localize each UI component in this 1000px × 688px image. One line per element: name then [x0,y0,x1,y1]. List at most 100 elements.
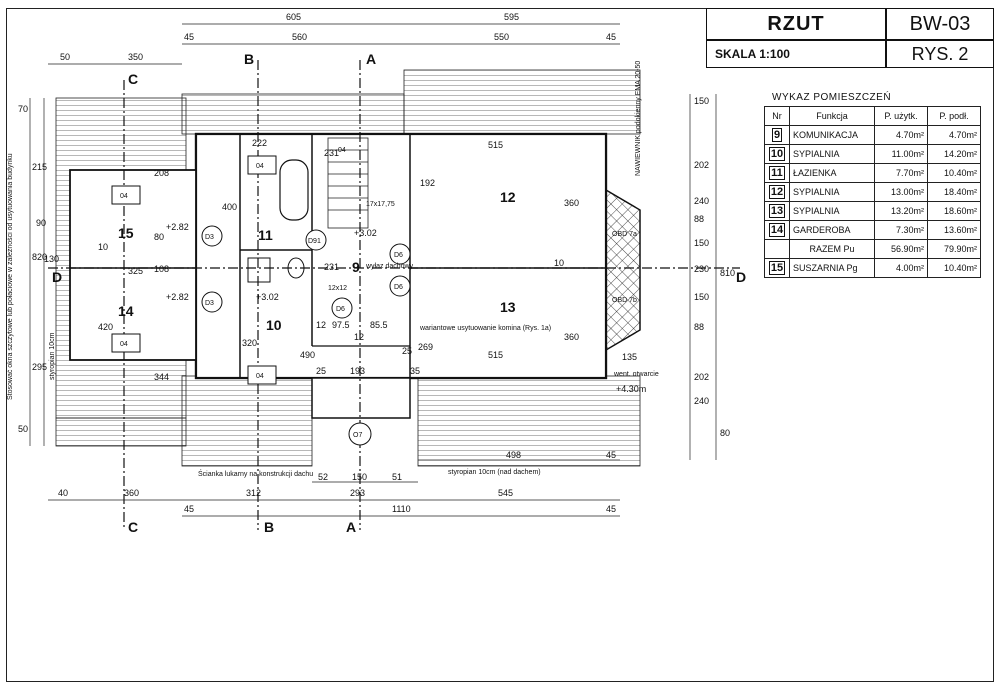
level-430: +4.30m [616,384,646,394]
room-9: 9 [352,259,360,275]
dim-top-560: 560 [292,32,307,42]
drawing-title: RZUT PODDASZA [706,8,886,65]
row-function: SYPIALNIA [789,182,875,202]
note-roof-vent: NAWIEWNIK podokienny EMA 20-50 [635,61,642,176]
room-10: 10 [266,317,282,333]
dim-bot-545: 545 [498,488,513,498]
dim-l-50: 50 [18,424,28,434]
row-floor: 18.60m² [927,201,981,221]
roof-top-left [181,93,405,135]
dim-bot-45b: 45 [606,504,616,514]
dim-i-400: 400 [222,202,237,212]
dim-r-150c: 150 [694,292,709,302]
dim-l-130: 130 [44,254,59,264]
row-usable: 13.00m² [874,182,928,202]
door-d3a: D3 [205,234,214,241]
col-usable-area: P. użytk. [874,106,928,126]
door-d6a: D6 [394,252,403,259]
sum-floor: 79.90m² [927,239,981,259]
washbasin [247,257,271,283]
row-usable: 4.70m² [874,125,928,145]
section-d-left: D [52,269,62,285]
room-11: 11 [258,227,273,243]
dim-bot-498: 498 [506,450,521,460]
roof-top-right [403,69,641,135]
dim-i-193: 193 [350,366,365,376]
dim-top-45b: 45 [606,32,616,42]
dim-r-240a: 240 [694,196,709,206]
table-row-extra: 15 SUSZARNIA Pg 4.00m² 10.40m² [764,258,981,278]
dim-r-202b: 202 [694,372,709,382]
window-04c: 04 [256,163,264,170]
roof-bottom-right [417,375,641,467]
dim-bot-360: 360 [124,488,139,498]
dim-i-320: 320 [242,338,257,348]
row-nr: 10 [768,147,786,161]
notes: wariantowe usytuowanie komina (Rys. 1a) … [7,61,659,478]
sum-label: RAZEM Pu [789,239,875,259]
section-a-bottom: A [346,519,356,535]
dim-bot-45c: 45 [606,450,616,460]
dim-i-269: 269 [418,342,433,352]
dim-l-295: 295 [32,362,47,372]
dim-l-215: 215 [32,162,47,172]
roof-eaves [55,69,641,467]
note-12x12: 12x12 [328,285,347,292]
section-c-top: C [128,71,138,87]
row-nr: 15 [768,261,786,275]
dim-i-360a: 360 [564,198,579,208]
note-stairs: 17x17,75 [366,201,395,208]
dim-i-515b: 515 [488,350,503,360]
dim-bot-150: 150 [352,472,367,482]
dim-r-240b: 240 [694,396,709,406]
row-floor: 18.40m² [927,182,981,202]
section-d-right: D [736,269,746,285]
dim-r-810: 810 [720,268,735,278]
stairs [327,137,369,229]
dim-i-344: 344 [154,372,169,382]
dim-i-208: 208 [154,168,169,178]
dim-i-97-5: 97.5 [332,320,350,330]
symbols: D3 D3 D6 D6 D6 D91 O7 OBD 7a OBD 7b 04 0… [111,147,637,446]
bay-window [605,188,641,352]
row-usable: 4.00m² [874,258,928,278]
dim-i-25a: 25 [316,366,326,376]
row-usable: 13.20m² [874,201,928,221]
row-function: ŁAZIENKA [789,163,875,183]
room-12: 12 [500,189,516,205]
room-table: Nr Funkcja P. użytk. P. podł. 9 KOMUNIKA… [764,106,981,278]
dim-bot-312: 312 [246,488,261,498]
col-floor-area: P. podł. [927,106,981,126]
note-left-windows: Stosować okna szczytowe lub połaciowe w … [7,153,14,400]
dim-i-515a: 515 [488,140,503,150]
col-function: Funkcja [789,106,875,126]
level-282b: +2.82 [166,292,189,302]
dim-i-231a: 231 [324,148,339,158]
dim-i-85-5: 85.5 [370,320,388,330]
col-nr: Nr [764,106,790,126]
section-c-bottom: C [128,519,138,535]
dim-i-25b: 25 [402,346,412,356]
dim-i-325: 325 [128,266,143,276]
section-a-top: A [366,51,376,67]
note-vent: went. otwarcie [613,371,659,378]
table-sum-row: RAZEM Pu 56.90m² 79.90m² [764,239,981,259]
table-row: 11 ŁAZIENKA 7.70m² 10.40m² [764,163,981,183]
table-row: 13 SYPIALNIA 13.20m² 18.60m² [764,201,981,221]
dormer [311,377,411,419]
row-usable: 7.30m² [874,220,928,240]
window-04b: 04 [120,341,128,348]
row-floor: 10.40m² [927,163,981,183]
level-302a: +3.02 [354,228,377,238]
dim-r-150a: 150 [694,96,709,106]
dim-r-150b: 150 [694,238,709,248]
dim-i-108: 108 [154,264,169,274]
row-usable: 11.00m² [874,144,928,164]
bathtub [279,159,309,221]
dim-l-820: 820 [32,252,47,262]
section-markers: A A B B C C D D [52,51,746,535]
room-table-header: Nr Funkcja P. użytk. P. podł. [764,106,981,126]
dim-i-10b: 10 [98,242,108,252]
dim-i-192: 192 [420,178,435,188]
